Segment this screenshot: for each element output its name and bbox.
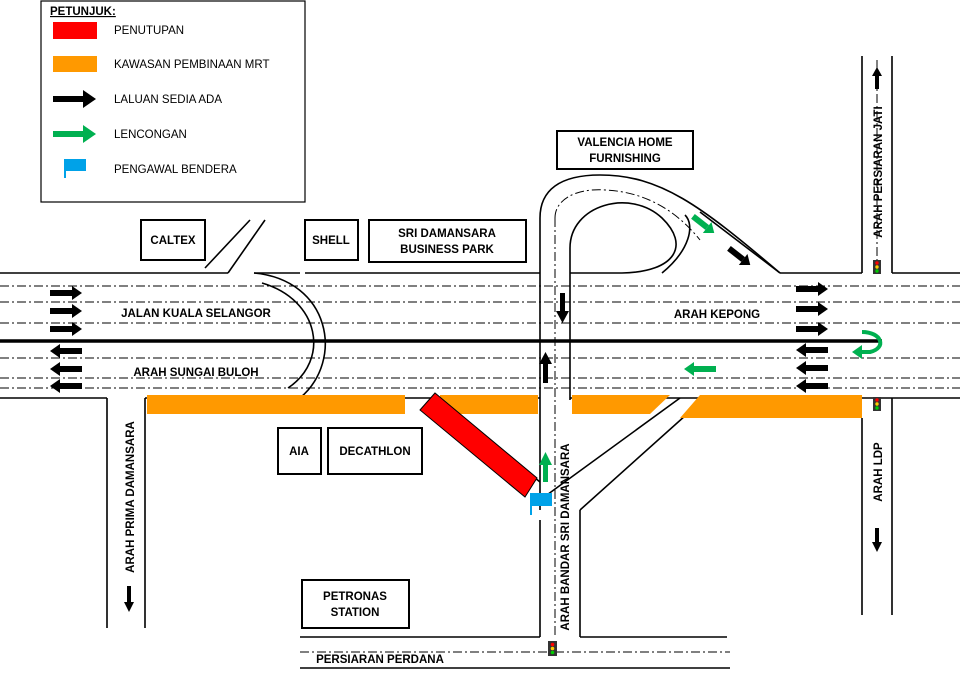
arrow-west-icon xyxy=(50,362,82,376)
landmark-valencia-2: FURNISHING xyxy=(589,153,661,165)
arrow-east-icon xyxy=(50,286,82,300)
traffic-light-icon xyxy=(548,260,881,656)
legend-green-arrow-icon xyxy=(53,125,96,143)
legend-construction-swatch xyxy=(53,56,97,72)
arrow-south-icon xyxy=(872,528,882,552)
arrow-east-icon xyxy=(796,322,828,336)
legend-label-existing-route: LALUAN SEDIA ADA xyxy=(114,94,222,106)
road-label-arah-prima-damansara: ARAH PRIMA DAMANSARA xyxy=(125,421,137,573)
landmark-sri-damansara-1: SRI DAMANSARA xyxy=(398,228,496,240)
legend-closure-swatch xyxy=(53,22,97,39)
u-turn-arrow-icon xyxy=(852,330,883,359)
diversion-arrow-west-icon xyxy=(684,362,716,376)
landmark-shell: SHELL xyxy=(312,235,350,247)
road-label-persiaran-perdana: PERSIARAN PERDANA xyxy=(316,654,444,666)
diversion-arrow-north-icon xyxy=(539,452,552,482)
arrow-west-icon xyxy=(796,361,828,375)
landmarks: CALTEX SHELL SRI DAMANSARA BUSINESS PARK… xyxy=(140,130,694,629)
construction-zone-4 xyxy=(680,395,862,418)
legend-black-arrow-icon xyxy=(53,90,96,108)
side-roads xyxy=(106,56,893,669)
arrow-east-icon xyxy=(796,302,828,316)
arrow-south-icon xyxy=(556,293,569,323)
existing-route-arrows xyxy=(50,67,882,612)
road-label-arah-kepong: ARAH KEPONG xyxy=(674,309,760,321)
legend-label-construction: KAWASAN PEMBINAAN MRT xyxy=(114,59,270,71)
flagman-icon xyxy=(530,493,552,515)
road-label-arah-sungai-buloh: ARAH SUNGAI BULOH xyxy=(133,367,258,379)
arrow-west-icon xyxy=(50,379,82,393)
diversion-arrows xyxy=(539,214,883,482)
road-label-arah-ldp: ARAH LDP xyxy=(873,442,885,502)
construction-zone-3 xyxy=(572,395,670,414)
mrt-construction-zones xyxy=(147,395,862,418)
arrow-north-icon xyxy=(872,67,882,89)
legend-title: PETUNJUK: xyxy=(50,6,116,18)
arrow-east-icon xyxy=(796,282,828,296)
arrow-west-icon xyxy=(796,343,828,357)
road-label-arah-persiaran-jati: ARAH PERSIARAN JATI xyxy=(873,106,885,237)
legend-flag-icon xyxy=(64,159,86,178)
road-labels: JALAN KUALA SELANGOR ARAH SUNGAI BULOH A… xyxy=(121,106,885,666)
landmark-aia: AIA xyxy=(289,446,309,458)
landmark-petronas-2: STATION xyxy=(331,607,380,619)
arrow-south-icon xyxy=(124,586,134,612)
landmark-decathlon: DECATHLON xyxy=(339,446,410,458)
diversion-arrow-icon xyxy=(691,214,715,234)
arrow-east-icon xyxy=(50,322,82,336)
legend-label-closure: PENUTUPAN xyxy=(114,25,184,37)
legend-label-flagman: PENGAWAL BENDERA xyxy=(114,164,237,176)
arrow-west-icon xyxy=(796,379,828,393)
arrow-east-icon xyxy=(50,304,82,318)
road-label-jalan-kuala-selangor: JALAN KUALA SELANGOR xyxy=(121,308,271,320)
landmark-petronas-1: PETRONAS xyxy=(323,591,387,603)
construction-zone-1 xyxy=(147,395,405,414)
legend: PETUNJUK: PENUTUPAN KAWASAN PEMBINAAN MR… xyxy=(40,0,306,203)
road-closure xyxy=(419,392,538,498)
arrow-north-icon xyxy=(539,352,552,383)
landmark-sri-damansara-2: BUSINESS PARK xyxy=(400,244,494,256)
legend-label-diversion: LENCONGAN xyxy=(114,129,187,141)
arrow-southeast-icon xyxy=(727,246,751,266)
construction-zone-2 xyxy=(440,395,538,414)
landmark-valencia-1: VALENCIA HOME xyxy=(577,137,673,149)
arrow-west-icon xyxy=(50,344,82,358)
road-label-arah-bandar-sri-damansara: ARAH BANDAR SRI DAMANSARA xyxy=(560,443,572,630)
landmark-caltex: CALTEX xyxy=(150,235,195,247)
